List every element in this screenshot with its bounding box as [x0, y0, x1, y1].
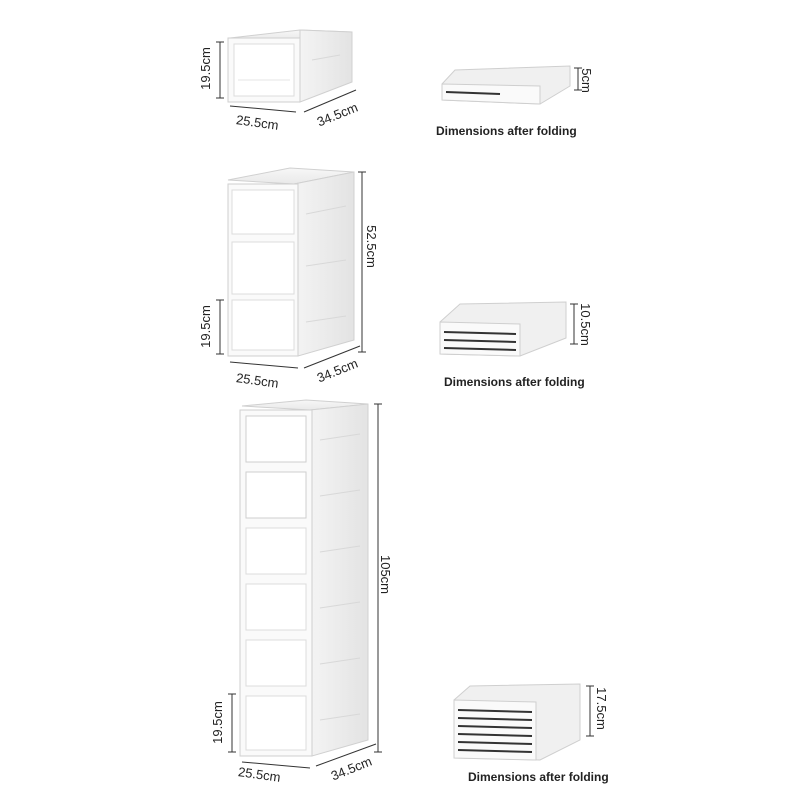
- six-stack: [239, 399, 369, 757]
- triple-dim-lines: [216, 171, 366, 369]
- single-caption: Dimensions after folding: [436, 124, 577, 138]
- single-box: [227, 29, 353, 103]
- single-folded-label: 5cm: [578, 68, 594, 93]
- single-dim-lines: [216, 41, 357, 113]
- six-folded-label: 17.5cm: [593, 687, 609, 730]
- single-height-label: 19.5cm: [197, 47, 213, 90]
- six-caption: Dimensions after folding: [468, 770, 609, 784]
- triple-caption: Dimensions after folding: [444, 375, 585, 389]
- folded-triple: [439, 301, 578, 357]
- triple-folded-label: 10.5cm: [577, 303, 593, 346]
- triple-height-label: 19.5cm: [197, 305, 213, 348]
- six-dim-lines: [228, 403, 382, 769]
- triple-stack: [227, 167, 355, 357]
- six-total-height-label: 105cm: [378, 554, 394, 595]
- six-height-label: 19.5cm: [209, 701, 225, 744]
- folded-single: [441, 65, 582, 105]
- triple-total-height-label: 52.5cm: [363, 225, 379, 268]
- folded-six: [453, 683, 594, 761]
